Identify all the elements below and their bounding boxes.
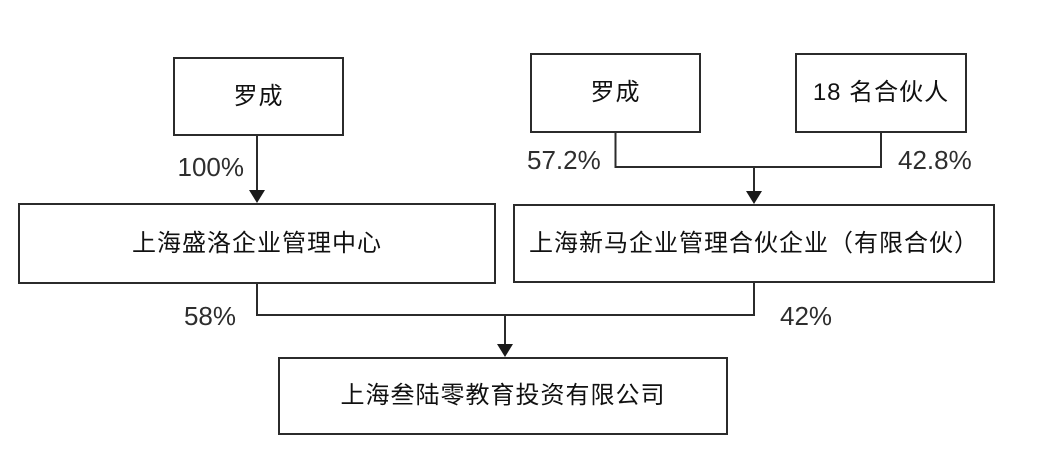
node-luocheng-right: 罗成: [530, 53, 701, 133]
node-label: 上海叁陆零教育投资有限公司: [340, 382, 666, 409]
edge-label-428: 42.8%: [898, 145, 972, 175]
arrowhead-down-icon: [249, 190, 265, 203]
node-label: 上海盛洛企业管理中心: [132, 229, 382, 257]
node-label: 罗成: [233, 82, 284, 110]
node-label: 18 名合伙人: [812, 79, 950, 106]
edge-label-58: 58%: [183, 301, 236, 331]
arrowhead-down-icon: [746, 191, 762, 204]
node-label: 上海新马企业管理合伙企业（有限合伙）: [529, 229, 979, 257]
node-sanluling: 上海叁陆零教育投资有限公司: [278, 357, 728, 435]
node-shengluo: 上海盛洛企业管理中心: [18, 203, 496, 284]
edge-label-572: 57.2%: [527, 145, 601, 175]
node-partners-18: 18 名合伙人: [795, 53, 967, 133]
edge-label-42: 42%: [780, 301, 833, 331]
node-label: 罗成: [590, 79, 641, 106]
edge-label-100: 100%: [177, 152, 245, 182]
node-luocheng-left: 罗成: [173, 57, 344, 136]
node-xinma: 上海新马企业管理合伙企业（有限合伙）: [513, 204, 995, 283]
arrowhead-down-icon: [497, 344, 513, 357]
